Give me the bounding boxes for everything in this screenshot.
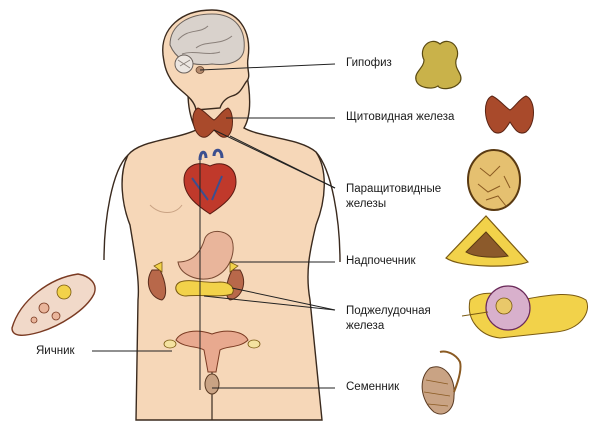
- label-thyroid: Щитовидная железа: [346, 111, 455, 123]
- kidneys: [147, 261, 245, 301]
- label-ovary: Яичник: [36, 345, 75, 357]
- body-uterus: [163, 330, 261, 373]
- stomach: [177, 231, 234, 280]
- adrenal-illustration: [445, 215, 530, 267]
- label-pituitary: Гипофиз: [346, 57, 392, 69]
- leader-lines: [92, 63, 336, 390]
- label-pancreas-1: Поджелудочная: [346, 305, 431, 317]
- label-parathyroid-2: железы: [346, 198, 387, 210]
- testis-illustration: [421, 350, 462, 415]
- pancreas-illustration: [461, 285, 588, 339]
- label-pancreas-2: железа: [346, 320, 385, 332]
- pituitary-illustration: [415, 40, 462, 90]
- body-thyroid: [192, 107, 233, 138]
- body-pancreas: [175, 280, 234, 297]
- body-silhouette: [103, 9, 341, 421]
- heart: [183, 148, 237, 215]
- body-testis: [204, 373, 220, 395]
- thyroid-illustration: [485, 95, 534, 134]
- parathyroid-illustration: [467, 149, 521, 211]
- leader-pancreas-1: [203, 295, 336, 311]
- label-adrenal: Надпочечник: [346, 255, 416, 267]
- brain: [169, 13, 245, 74]
- label-testis: Семенник: [346, 381, 400, 393]
- ovary-illustration: [11, 273, 96, 336]
- leader-pancreas-2: [231, 287, 336, 311]
- leader-pituitary: [199, 63, 336, 71]
- label-parathyroid-1: Паращитовидные: [346, 183, 442, 195]
- leader-parathyroid-2: [229, 135, 336, 189]
